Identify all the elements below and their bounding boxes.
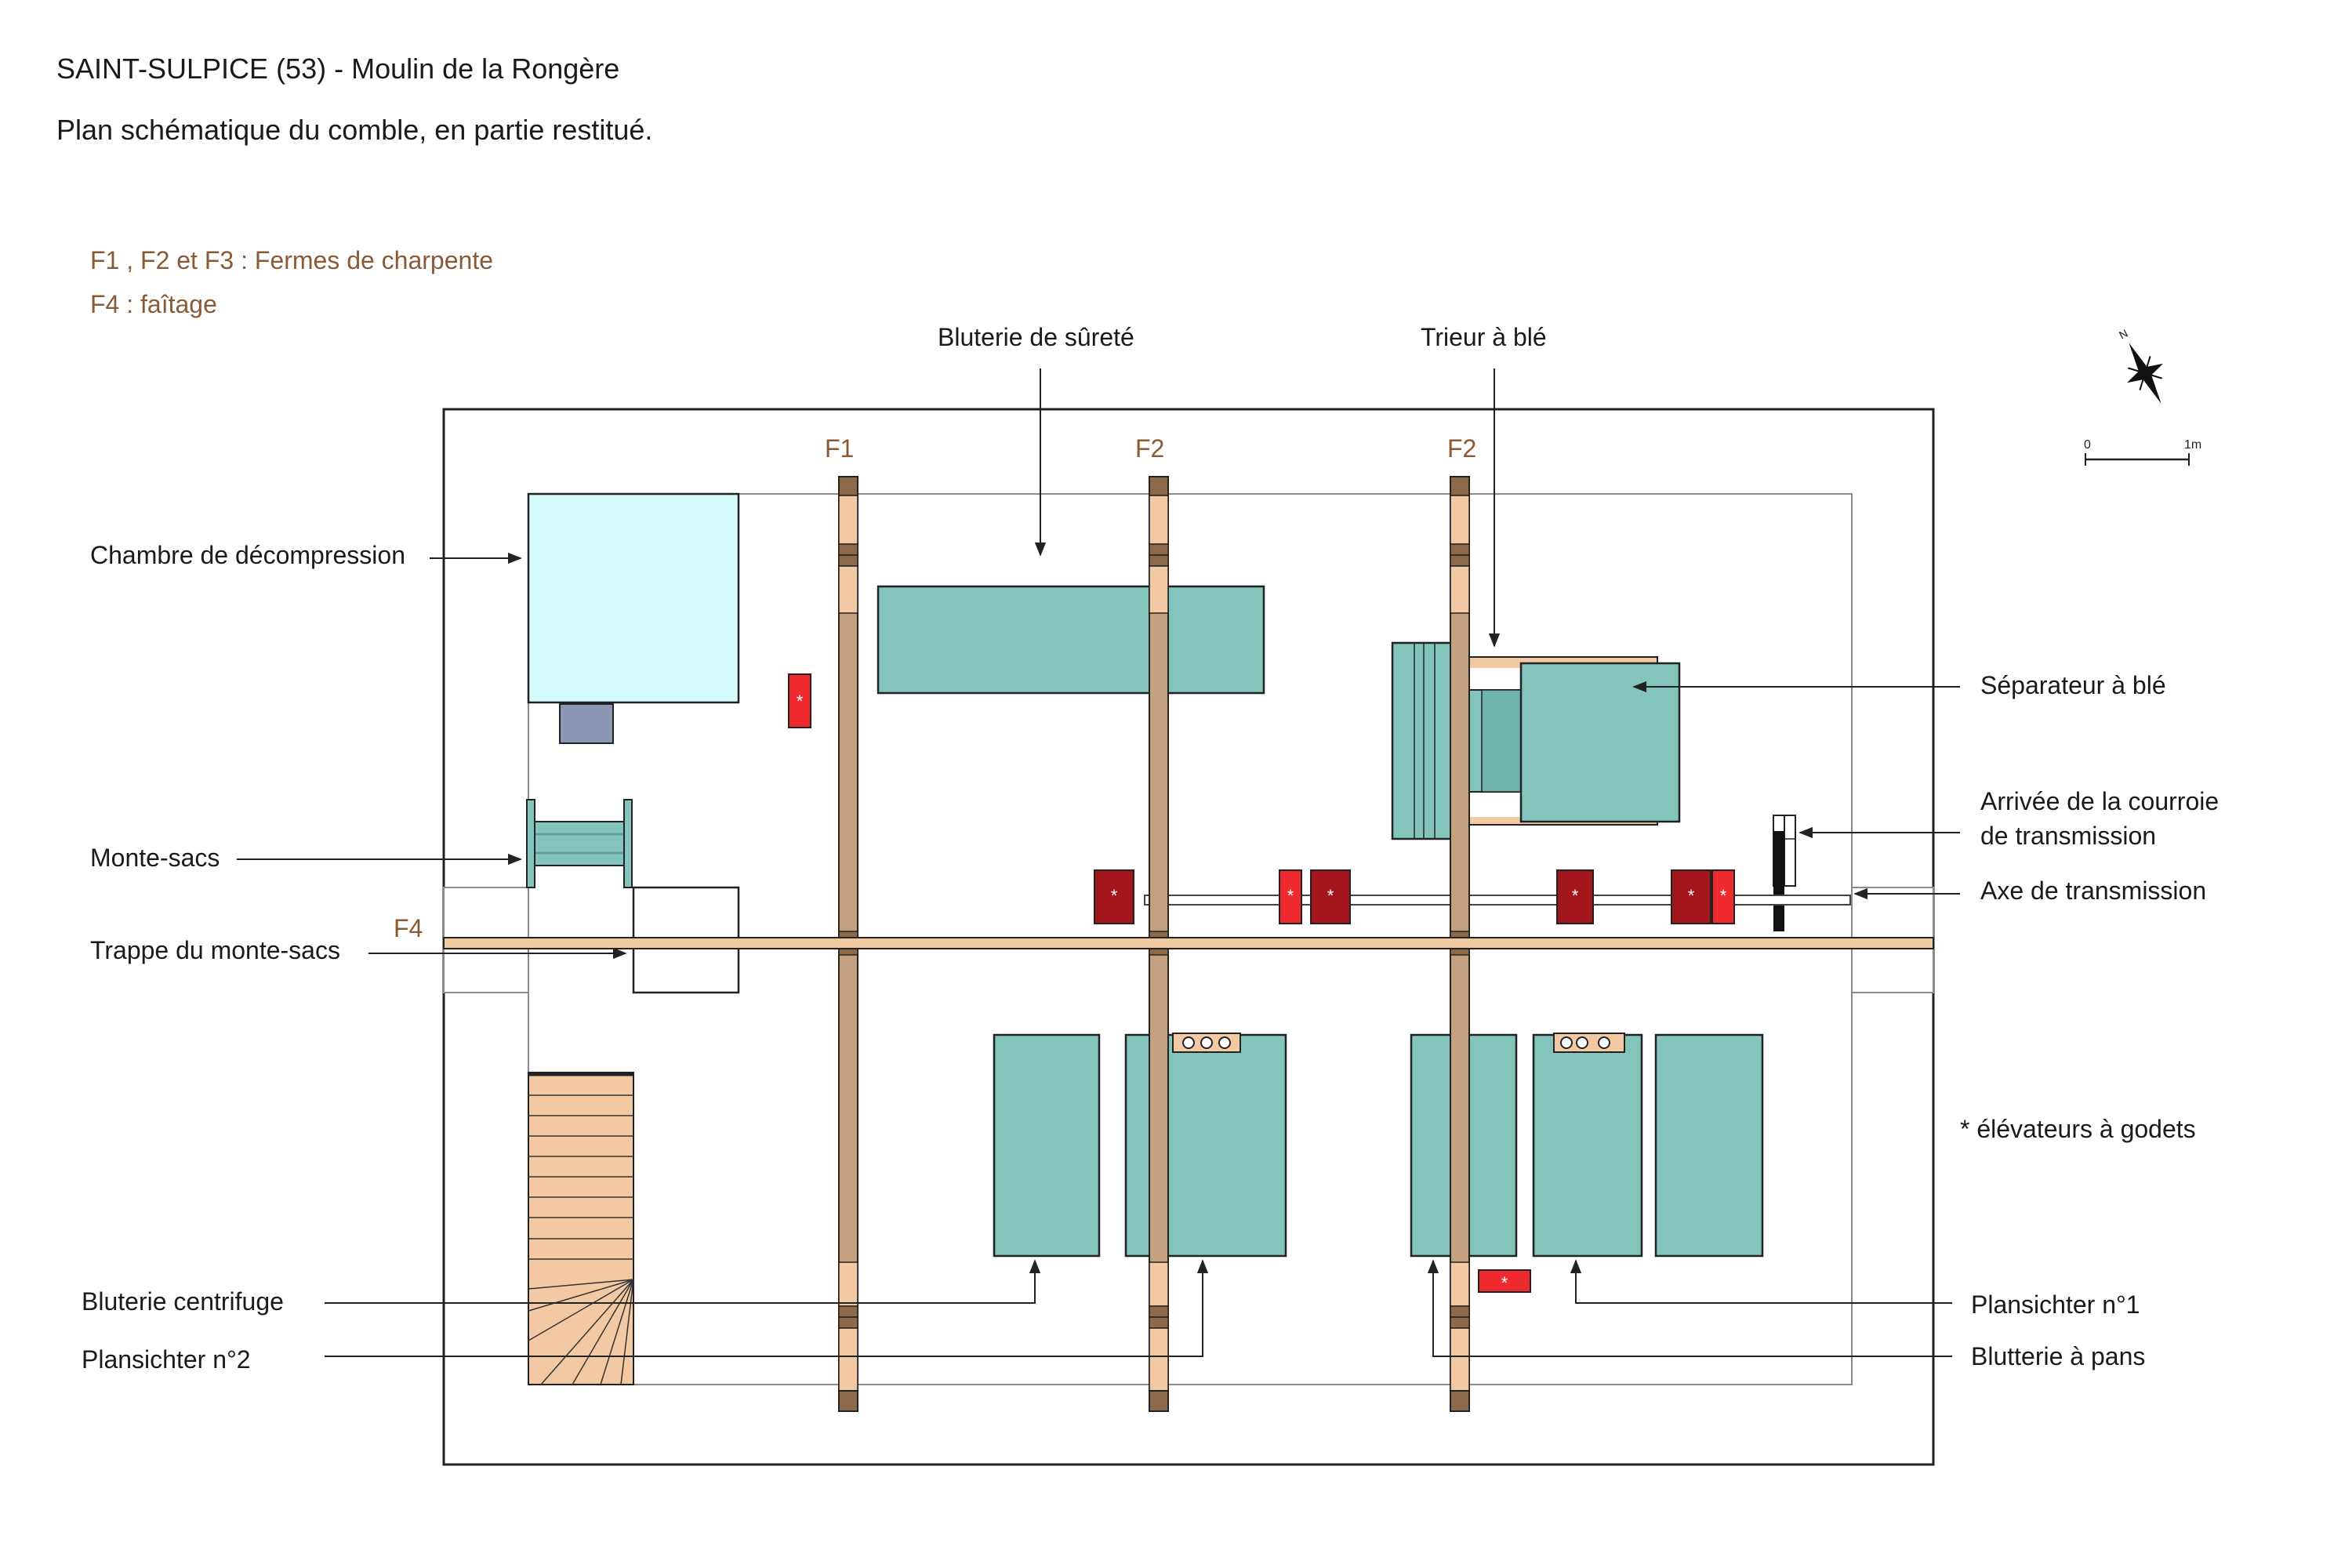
leader-centrifuge: [325, 1259, 1041, 1304]
safety-bolter: [877, 585, 1265, 695]
label-monte-sacs: Monte-sacs: [90, 844, 220, 872]
truss-label-f2b: F2: [1447, 434, 1477, 463]
label-bluterie-surete: Bluterie de sûreté: [938, 323, 1134, 351]
drive-belt-arrival: [1773, 815, 1796, 931]
bucket-elevator: *: [1711, 869, 1735, 924]
compass-icon: N: [2117, 327, 2163, 404]
svg-text:*: *: [1501, 1273, 1508, 1293]
decompression-chamber-base: [559, 703, 614, 744]
sack-hoist: [526, 799, 633, 888]
figure-title: SAINT-SULPICE (53) - Moulin de la Rongèr…: [56, 53, 620, 85]
label-centrifuge: Bluterie centrifuge: [82, 1287, 284, 1316]
truss-label-f2a: F2: [1135, 434, 1165, 463]
svg-text:*: *: [1720, 886, 1727, 906]
scale-bar: 0 1m: [2084, 438, 2201, 466]
label-courroie-line2: de transmission: [1980, 822, 2157, 850]
bucket-elevator: *: [1478, 1269, 1531, 1293]
bucket-elevator: *: [1279, 869, 1302, 924]
label-chambre: Chambre de décompression: [90, 541, 405, 569]
centrifugal-bolter: [993, 1033, 1101, 1258]
label-pans: Blutterie à pans: [1971, 1342, 2146, 1370]
svg-text:*: *: [1287, 886, 1294, 906]
svg-text:0: 0: [2084, 438, 2091, 452]
transmission-shaft: [1144, 895, 1851, 906]
staircase: [528, 1072, 634, 1385]
bucket-elevator: *: [1556, 869, 1594, 924]
label-axe: Axe de transmission: [1980, 877, 2207, 905]
legend-trusses: F1 , F2 et F3 : Fermes de charpente: [90, 246, 493, 274]
wheat-separator: [1519, 662, 1681, 823]
label-separateur: Séparateur à blé: [1980, 671, 2166, 699]
svg-text:*: *: [1327, 886, 1334, 906]
label-plansichter2: Plansichter n°2: [82, 1345, 251, 1374]
ridge-label-f4: F4: [394, 914, 423, 942]
svg-text:*: *: [1572, 886, 1579, 906]
extra-sifter: [1654, 1033, 1764, 1258]
svg-text:1m: 1m: [2184, 438, 2201, 452]
svg-text:*: *: [1111, 886, 1118, 906]
label-trieur: Trieur à blé: [1421, 323, 1547, 351]
label-courroie-line1: Arrivée de la courroie: [1980, 787, 2220, 815]
plansifter-1: [1532, 1033, 1643, 1258]
bucket-elevator: *: [1671, 869, 1711, 924]
label-trappe: Trappe du monte-sacs: [90, 936, 340, 964]
svg-text:*: *: [797, 691, 804, 711]
svg-text:*: *: [1688, 886, 1695, 906]
figure-subtitle: Plan schématique du comble, en partie re…: [56, 114, 653, 146]
truss-label-f1: F1: [825, 434, 855, 463]
bucket-elevator: *: [1310, 869, 1351, 924]
bucket-elevator: *: [1094, 869, 1134, 924]
leader-plansichter2: [325, 1259, 1209, 1357]
decompression-chamber: [527, 492, 740, 704]
legend-ridge: F4 : faîtage: [90, 290, 217, 318]
leader-pans: [1427, 1259, 1952, 1357]
bucket-elevator: *: [788, 673, 811, 728]
label-plansichter1: Plansichter n°1: [1971, 1290, 2140, 1319]
leader-plansichter1: [1570, 1259, 1952, 1304]
svg-text:N: N: [2117, 327, 2129, 342]
label-elevateurs: * élévateurs à godets: [1960, 1115, 2196, 1143]
